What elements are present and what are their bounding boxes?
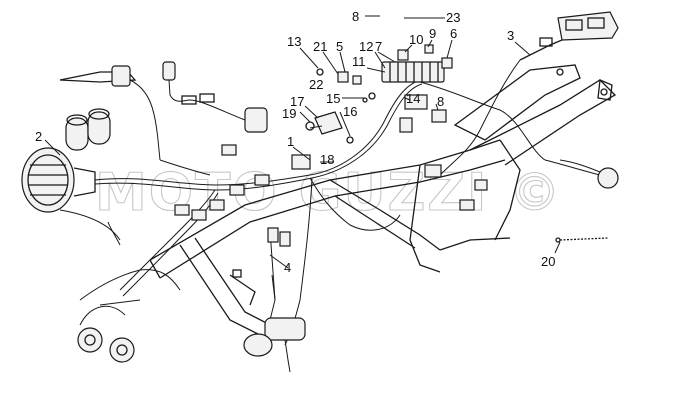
callout-6: 6 [450, 26, 457, 41]
rear-sensor [559, 159, 619, 189]
fuse-relay-block [381, 44, 453, 133]
tail-light [519, 11, 619, 61]
callout-13: 13 [287, 34, 301, 49]
callout-7: 7 [375, 39, 382, 54]
callout-11: 11 [352, 54, 366, 69]
callout-2: 2 [35, 129, 42, 144]
callout-17: 17 [290, 94, 304, 109]
callout-19: 19 [282, 106, 296, 121]
callout-8-mid: 8 [437, 94, 444, 109]
callout-23: 23 [446, 10, 460, 25]
fasteners-group [305, 68, 376, 144]
starter-relay [243, 317, 306, 373]
callout-4: 4 [284, 260, 291, 275]
callout-3: 3 [507, 28, 514, 43]
leader-lines [44, 15, 561, 301]
headlight [21, 147, 96, 213]
left-handlebar-switch [59, 65, 268, 161]
callout-10: 10 [409, 32, 423, 47]
callout-20: 20 [541, 254, 555, 269]
callout-1: 1 [287, 134, 294, 149]
rear-subframe [453, 64, 617, 166]
callout-15: 15 [326, 91, 340, 106]
callout-9: 9 [429, 26, 436, 41]
connectors [174, 144, 488, 247]
frame [149, 139, 521, 341]
callout-labels: 1 2 3 4 5 6 7 8 8 9 10 11 12 13 14 15 16… [35, 9, 555, 275]
callout-22: 22 [309, 77, 323, 92]
main-wiring-harness [59, 59, 601, 346]
watermark: MOTO GUZZI © [95, 163, 563, 223]
horn-assembly [77, 299, 141, 363]
instrument-cluster [65, 108, 111, 151]
callout-12: 12 [359, 39, 373, 54]
callout-16: 16 [343, 104, 357, 119]
callout-5: 5 [336, 39, 343, 54]
cable-tie [555, 237, 609, 243]
callout-8-top: 8 [352, 9, 359, 24]
callout-21: 21 [313, 39, 327, 54]
callout-14: 14 [406, 91, 420, 106]
ignition-switch [162, 61, 215, 105]
callout-18: 18 [320, 152, 334, 167]
